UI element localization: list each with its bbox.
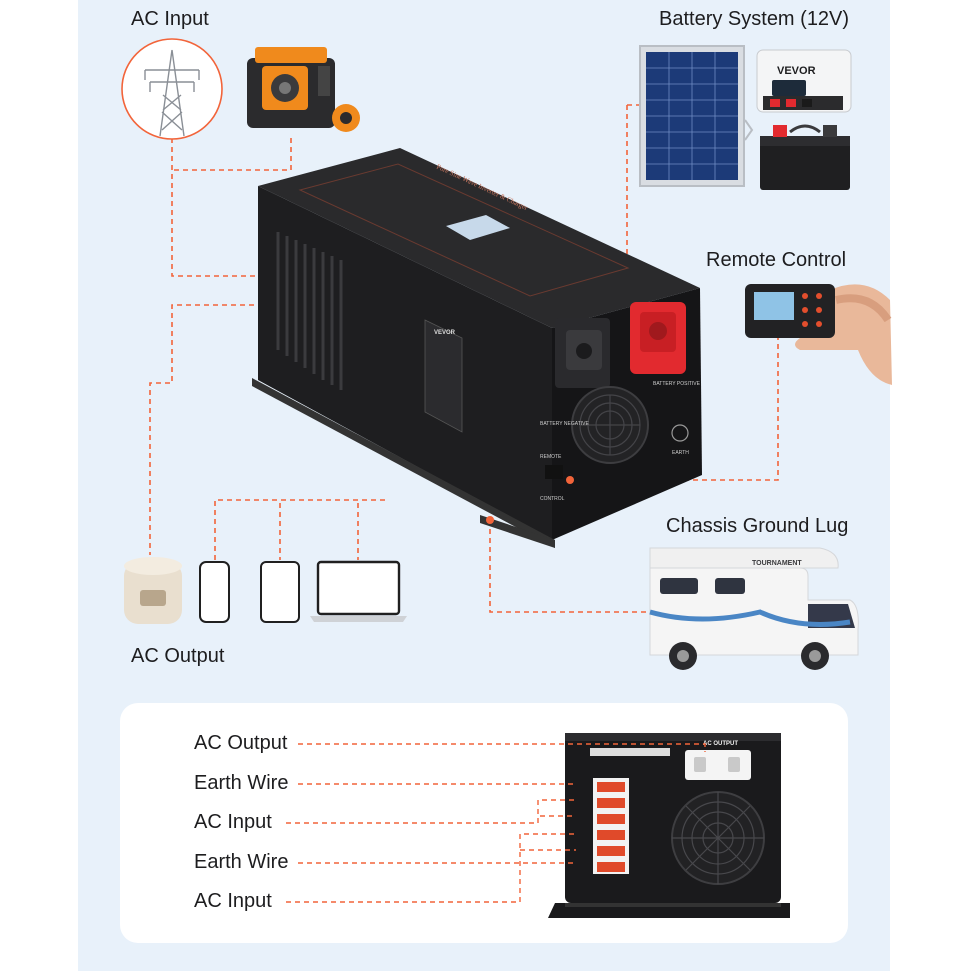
laptop-icon [310,560,407,622]
tablet-icon [260,561,300,623]
remote-control-icon [745,284,892,385]
bottom-label-earth-wire-2: Earth Wire [194,851,289,873]
line-ac-output-1 [149,304,263,555]
bottom-label-earth-wire-1: Earth Wire [194,772,289,794]
battery-icon [760,124,850,190]
label-battery-system: Battery System (12V) [659,8,850,30]
earth-label: EARTH [672,450,689,456]
label-chassis-ground: Chassis Ground Lug [666,515,849,537]
label-ac-output: AC Output [131,645,225,667]
battery-positive-label: BATTERY POSITIVE [653,381,701,387]
inverter-brand: VEVOR [434,330,456,336]
remote-port-label: REMOTE [540,454,562,460]
label-ac-input: AC Input [131,8,209,30]
battery-negative-label: BATTERY NEGATIVE [540,421,589,427]
bottom-label-ac-input-1: AC Input [194,811,272,833]
rv-brand: TOURNAMENT [752,560,802,567]
power-tower-icon [121,38,223,140]
inverter-unit: VEVOR Pure Sine Wave Inverter & Charger … [252,148,702,548]
solar-panel-icon [639,45,754,187]
line-generator [172,138,292,171]
line-ground [489,520,648,613]
smartphone-icon [199,561,230,623]
line-ac-input [171,138,262,277]
generator-icon [247,47,360,132]
line-ac-output-2 [214,499,385,560]
controller-brand: VEVOR [777,65,816,77]
rv-icon: TOURNAMENT [649,547,859,670]
label-remote-control: Remote Control [706,249,847,271]
rice-cooker-icon [124,557,182,624]
bottom-label-ac-output: AC Output [194,732,288,754]
charge-controller-icon: VEVOR [756,49,852,113]
control-port-label: CONTROL [540,496,565,502]
bottom-label-ac-input-2: AC Input [194,890,272,912]
